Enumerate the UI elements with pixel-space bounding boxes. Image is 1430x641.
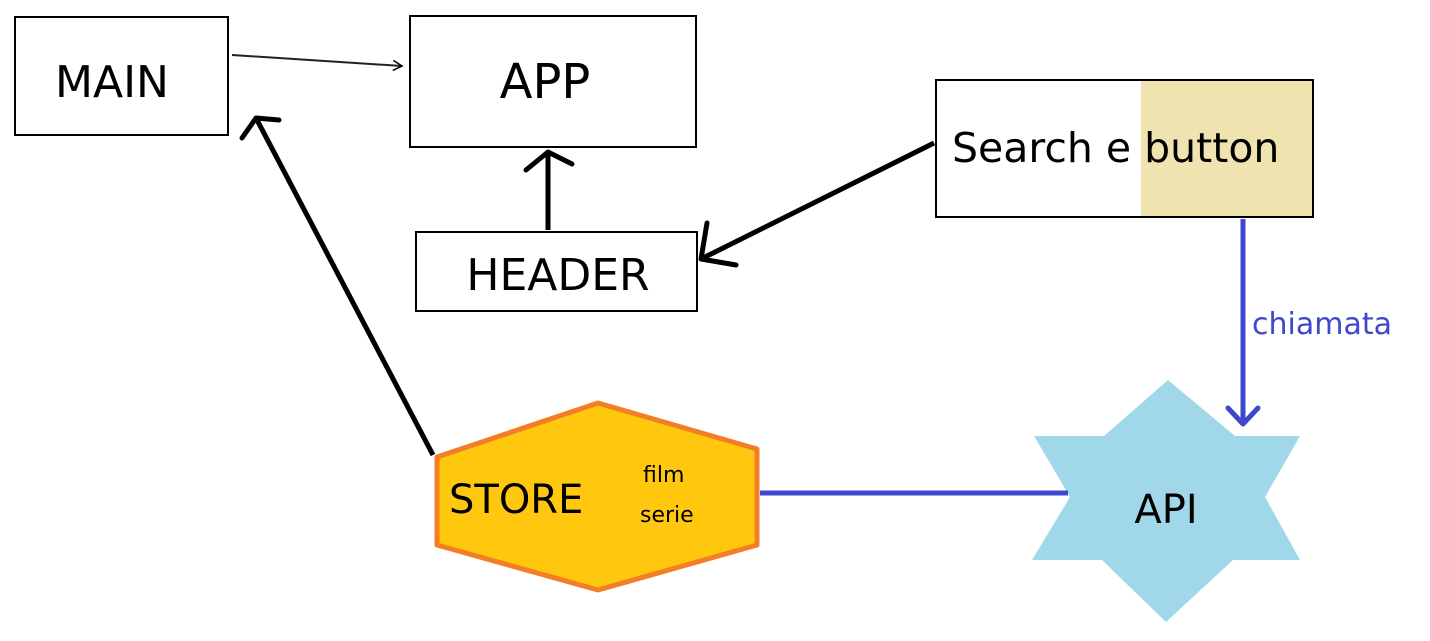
store-node: STORE film serie	[434, 400, 760, 593]
api-label: API	[1134, 487, 1197, 533]
main-node: MAIN	[14, 16, 229, 136]
edge-header-to-app	[523, 149, 575, 230]
app-label: APP	[500, 54, 591, 110]
search-button-node: Search e button	[935, 79, 1314, 218]
button-highlight	[1141, 80, 1313, 217]
chiamata-label: chiamata	[1252, 307, 1392, 342]
edge-store-to-main	[239, 115, 436, 457]
edge-chiamata: chiamata	[1225, 219, 1392, 427]
edge-search-to-header	[698, 140, 936, 268]
api-node: API	[1032, 380, 1300, 622]
store-item-film: film	[643, 463, 684, 488]
app-node: APP	[409, 15, 697, 148]
edge-main-to-app	[231, 54, 404, 72]
search-text: Search e	[952, 124, 1144, 172]
store-label: STORE	[449, 477, 583, 523]
search-label: Search e button	[952, 124, 1279, 172]
button-text: button	[1144, 124, 1279, 172]
store-item-serie: serie	[640, 503, 694, 528]
main-label: MAIN	[55, 57, 169, 108]
header-label: HEADER	[466, 250, 649, 301]
header-node: HEADER	[415, 231, 698, 312]
